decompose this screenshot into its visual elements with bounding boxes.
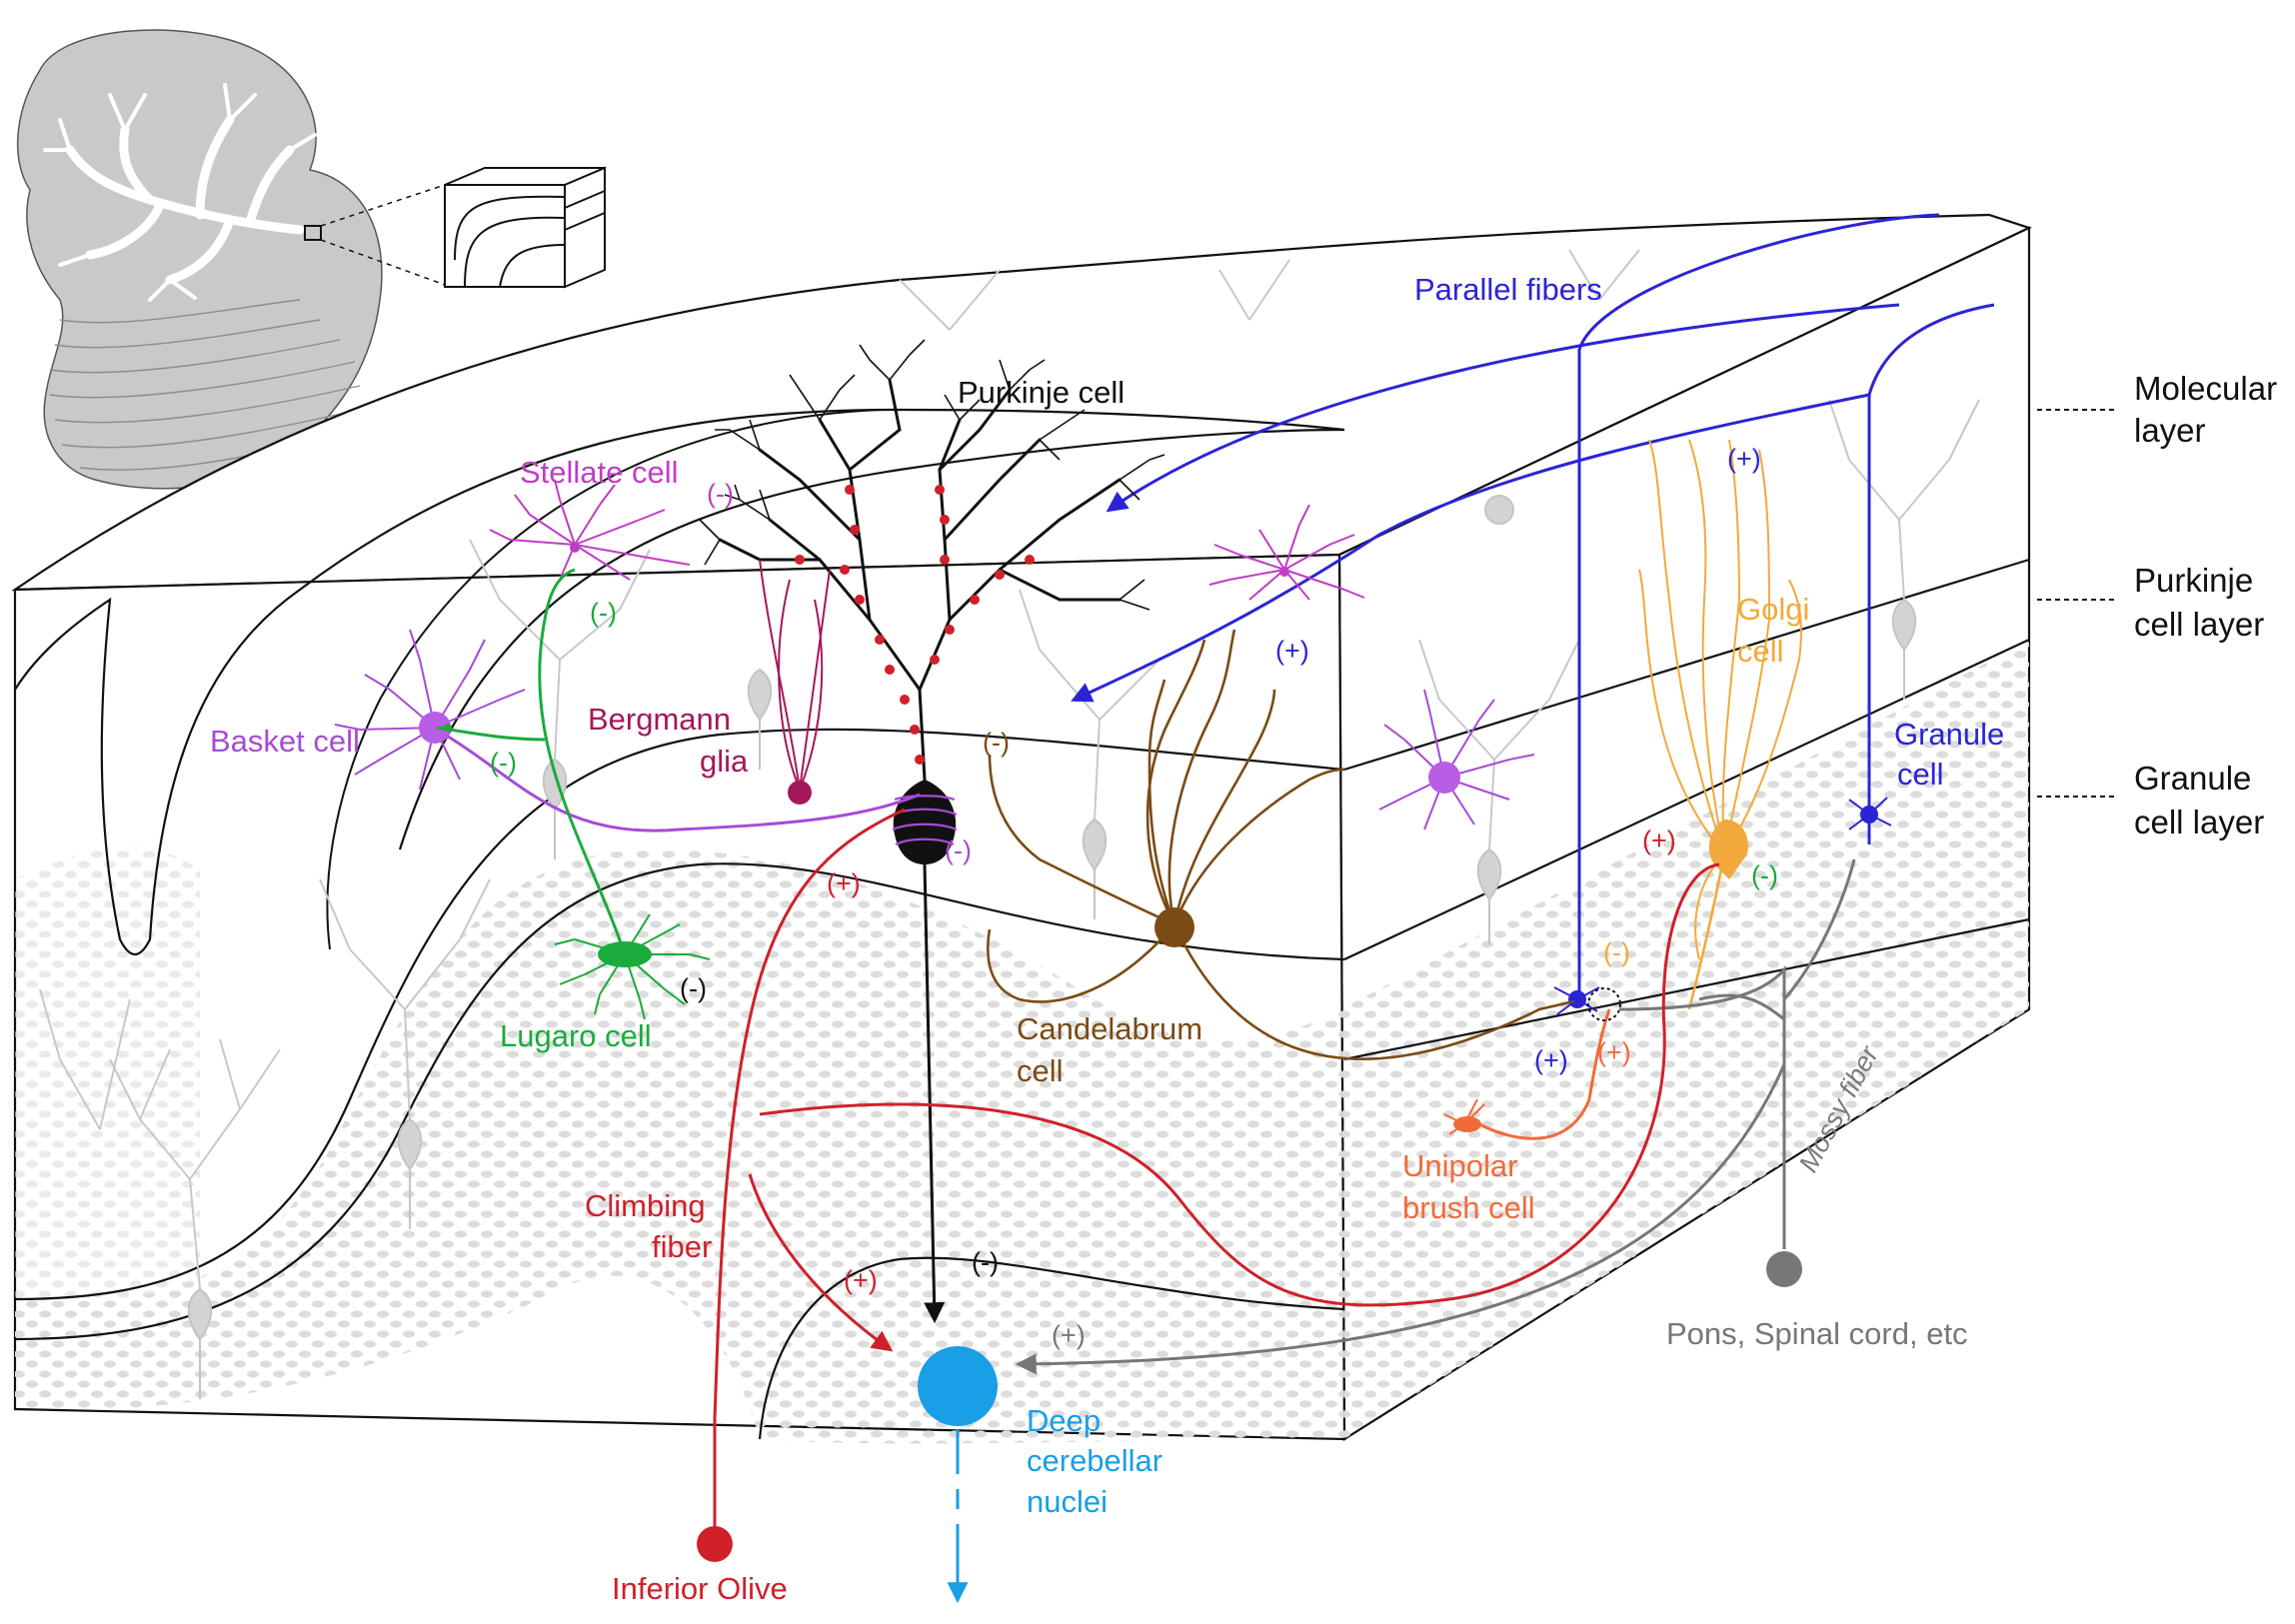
sign-golgi-lugaro-minus: (-) xyxy=(1751,860,1778,890)
inner-fold xyxy=(326,409,881,950)
arbor-vitae xyxy=(65,115,305,285)
candelabrum-cell-label-1: Candelabrum xyxy=(1017,1011,1202,1046)
sign-dcn-mossy-plus: (+) xyxy=(1052,1320,1086,1350)
granule-cell-label-1: Granule xyxy=(1894,717,2004,752)
sign-parallel-plus-1: (+) xyxy=(1275,636,1309,666)
granule-layer-front xyxy=(15,848,1344,1444)
sign-annotations: (-) (-) (-) (-) (+) (-) (+) (+) (-) (+) … xyxy=(490,444,1778,1350)
lugaro-cell-label: Lugaro cell xyxy=(500,1018,652,1053)
sign-golgi-granule-minus: (-) xyxy=(1603,937,1630,967)
sign-climbing-golgi-plus: (+) xyxy=(1642,825,1676,855)
stellate-cell-label: Stellate cell xyxy=(520,455,679,490)
sign-lugaro-basket-minus: (-) xyxy=(490,748,517,778)
sign-purkinje-lugaro-minus: (-) xyxy=(680,973,707,1003)
sign-dcn-climbing-plus: (+) xyxy=(844,1265,878,1295)
tissue-block xyxy=(11,213,2032,1444)
sign-granule-plus: (+) xyxy=(1534,1045,1568,1075)
inferior-olive-label: Inferior Olive xyxy=(612,1571,788,1606)
deep-cerebellar-nuclei xyxy=(918,1346,998,1599)
right-face-line-1 xyxy=(1343,558,2030,772)
sign-climbing-plus: (+) xyxy=(827,868,861,898)
molecular-layer-label-2: layer xyxy=(2134,412,2206,449)
granule-layer-right xyxy=(1341,640,2029,1439)
bergmann-glia-label-1: Bergmann xyxy=(588,702,731,737)
block-top-surface xyxy=(11,213,2032,592)
granule-layer-left xyxy=(15,846,200,1299)
sign-unipolar-plus: (+) xyxy=(1597,1037,1631,1067)
unipolar-brush-cell-label-1: Unipolar xyxy=(1402,1148,1517,1183)
dcn-label-2: cerebellar xyxy=(1027,1443,1162,1478)
basket-cell-label: Basket cell xyxy=(210,724,360,759)
lugaro-cell xyxy=(436,568,711,1020)
purkinje-axon xyxy=(923,863,946,1324)
purkinje-cell xyxy=(699,339,1165,1324)
purkinje-layer-label-2: cell layer xyxy=(2134,606,2264,643)
golgi-cell-label-2: cell xyxy=(1737,634,1784,669)
golgi-cell xyxy=(1638,439,1802,1010)
sign-dcn-purkinje-minus: (-) xyxy=(972,1247,999,1277)
purkinje-soma xyxy=(893,780,957,864)
fold-boundary-top xyxy=(398,428,1345,850)
background-dendrites xyxy=(39,249,1980,1290)
granule-cell-2 xyxy=(1553,986,1600,1015)
granule-cell-label-2: cell xyxy=(1897,757,1944,792)
glomerulus xyxy=(1587,987,1621,1021)
bergmann-glia-label-2: glia xyxy=(700,744,749,779)
pons-label: Pons, Spinal cord, etc xyxy=(1666,1316,1968,1351)
parallel-fibers xyxy=(1071,213,1995,999)
sign-basket-minus: (-) xyxy=(945,835,972,865)
purkinje-boundary-outer xyxy=(14,728,1345,1301)
granule-layer-label-1: Granule xyxy=(2134,760,2251,797)
granule-boundary-inner xyxy=(14,862,1345,1341)
granule-layer-label-2: cell layer xyxy=(2134,804,2264,840)
climbing-fiber-label-1: Climbing xyxy=(585,1188,706,1223)
dcn-label-3: nuclei xyxy=(1027,1484,1108,1519)
candelabrum-cell-label-2: cell xyxy=(1017,1053,1064,1088)
molecular-layer-label-1: Molecular xyxy=(2134,370,2277,407)
white-matter-boundary xyxy=(758,1256,1345,1440)
basket-cell xyxy=(334,629,921,832)
candelabrum-cell xyxy=(987,629,1575,1060)
climbing-fiber-label-2: fiber xyxy=(652,1229,712,1264)
parallel-fibers-label: Parallel fibers xyxy=(1414,272,1602,307)
sign-parallel-plus-2: (+) xyxy=(1727,444,1761,474)
unipolar-brush-cell-label-2: brush cell xyxy=(1402,1190,1535,1225)
sign-lugaro-stellate-minus: (-) xyxy=(590,598,617,628)
sign-candelabrum-minus: (-) xyxy=(983,728,1010,758)
stellate-cell-2 xyxy=(1208,504,1365,601)
inset-cube xyxy=(444,166,606,289)
fold-boundary-left xyxy=(14,408,1345,956)
right-face-line-2 xyxy=(1343,639,2030,960)
background-purkinje-cells xyxy=(187,495,1917,1399)
stellate-cell xyxy=(489,479,691,581)
labels: Purkinje cell Parallel fibers Stellate c… xyxy=(210,272,2004,1606)
granule-cell xyxy=(1848,797,1892,844)
climbing-fiber xyxy=(697,808,1720,1562)
purkinje-layer-label-1: Purkinje xyxy=(2134,562,2253,599)
right-face-line-3 xyxy=(1343,917,2030,1061)
basket-cell-2 xyxy=(1378,689,1535,830)
cerebellum-inset xyxy=(16,29,606,490)
layer-legend: Molecular layer Purkinje cell layer Gran… xyxy=(2037,370,2277,840)
bergmann-glia xyxy=(759,559,831,805)
mossy-fiber xyxy=(1015,858,1856,1375)
sign-stellate-minus: (-) xyxy=(707,479,734,509)
inset-selection-box xyxy=(304,225,322,241)
dcn-label-1: Deep xyxy=(1027,1403,1101,1438)
golgi-cell-label-1: Golgi xyxy=(1737,592,1809,627)
purkinje-cell-label: Purkinje cell xyxy=(958,375,1125,410)
unipolar-brush-cell xyxy=(1443,1008,1611,1140)
